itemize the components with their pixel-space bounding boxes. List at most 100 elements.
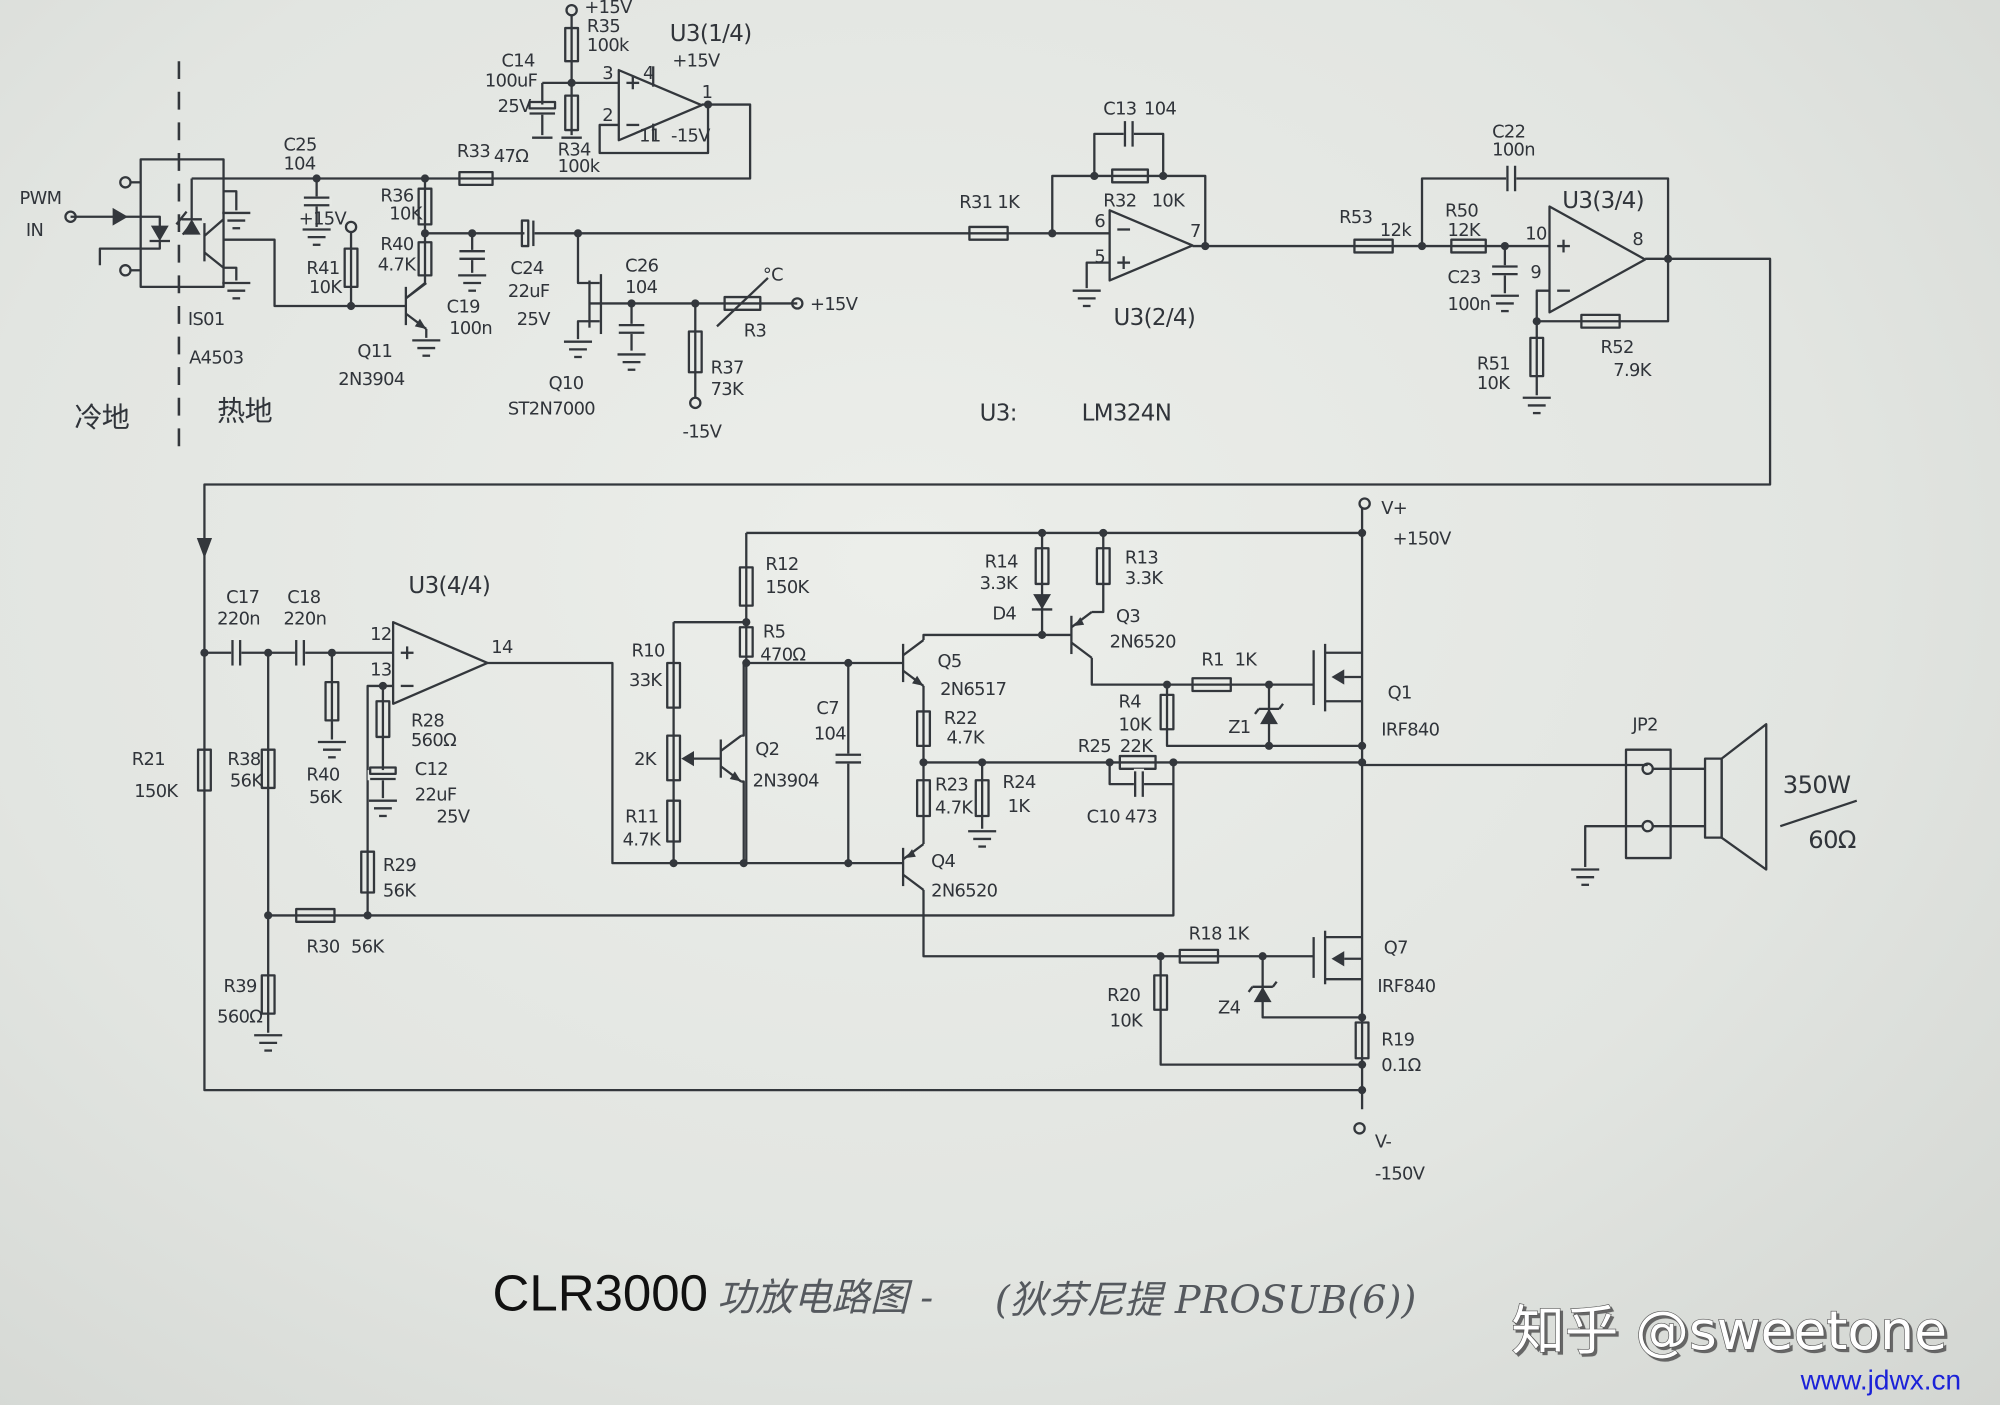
transistor-lead	[1070, 641, 1093, 659]
terminal-circle	[1641, 819, 1654, 833]
zener-bar	[1278, 703, 1284, 710]
label-parts-q2-ref: Q2	[755, 739, 779, 760]
junction-dot	[1169, 758, 1178, 767]
label-parts-r34-ref: R34	[558, 140, 591, 161]
junction-dot	[346, 301, 356, 311]
label-pins-p4: 4	[643, 63, 654, 84]
label-parts-r38-ref: R38	[227, 749, 260, 770]
label-parts-c24-rating: 25V	[517, 309, 551, 330]
junction-dot	[1264, 741, 1274, 750]
resistor	[1178, 948, 1220, 964]
label-parts-q5-ref: Q5	[938, 651, 962, 672]
label-parts-c19-ref: C19	[447, 296, 481, 317]
label-input-pwm: PWM	[20, 188, 62, 209]
terminal-circle	[344, 220, 358, 234]
wire	[1535, 289, 1550, 396]
resistor	[417, 241, 433, 277]
wire	[70, 215, 161, 227]
wire	[741, 780, 745, 864]
resistor	[324, 680, 340, 722]
title-block: CLR3000 功放电路图 - (狄芬尼提 PROSUB(6))	[493, 1265, 1417, 1324]
resistor	[375, 700, 391, 739]
wire	[1159, 956, 1363, 1066]
label-parts-q11-ref: Q11	[357, 341, 392, 362]
junction-dot	[264, 648, 273, 657]
resistor	[417, 187, 433, 226]
emitter-arrow	[912, 675, 924, 686]
label-pins-p9: 9	[1530, 262, 1541, 283]
capacitor-gap	[294, 637, 306, 669]
label-parts-r14-ref: R14	[985, 551, 1018, 572]
wire	[203, 218, 225, 237]
watermark-zhihu: 知乎 @sweetone	[1511, 1299, 1947, 1362]
capacitor-gap	[367, 770, 399, 781]
resistor	[564, 94, 580, 132]
label-parts-c17-value: 220n	[217, 609, 260, 630]
label-parts-r53-value: 12k	[1380, 220, 1412, 241]
label-parts-r50-ref: R50	[1445, 201, 1478, 222]
label-parts-c12-value: 22uF	[415, 785, 457, 806]
optocoupler-body	[139, 158, 225, 289]
label-rails-p15: +15V	[299, 208, 348, 229]
capacitor-gap	[1123, 118, 1134, 150]
label-parts-r4-value: 10K	[1119, 715, 1153, 736]
mosfet-arrow	[1331, 951, 1345, 967]
label-parts-r31-value: 1K	[997, 192, 1021, 213]
label-parts-r5-ref: R5	[763, 621, 785, 642]
resistor	[1529, 336, 1545, 378]
label-parts-c17-ref: C17	[226, 587, 259, 608]
label-parts-r3-ref: R3	[744, 321, 766, 342]
label-parts-c25-ref: C25	[283, 134, 316, 155]
resistor	[1159, 693, 1175, 731]
label-parts-r5-value: 470Ω	[760, 644, 805, 665]
label-parts-r38-value: 56K	[230, 771, 264, 792]
label-parts-r13-value: 3.3K	[1125, 568, 1164, 589]
terminal-circle	[565, 3, 578, 17]
label-parts-r31-ref: R31	[959, 192, 992, 213]
schematic-labels: +15VR35100kC14100uF25VR34100kU3(1/4)+15V…	[20, 0, 1857, 1184]
label-rails-p15: +15V	[810, 294, 859, 315]
label-parts-r10-ref: R10	[632, 641, 665, 662]
resistor	[968, 225, 1009, 241]
zener-diode	[1253, 986, 1272, 1003]
label-parts-c24-ref: C24	[510, 258, 544, 279]
wire	[1108, 762, 1174, 786]
resistor	[687, 330, 703, 374]
junction-dot	[1258, 952, 1267, 961]
wire	[1090, 657, 1314, 686]
capacitor-polar-plate	[520, 219, 530, 248]
label-parts-r30-ref: R30	[306, 936, 339, 957]
zener-bar	[1271, 981, 1278, 988]
label-parts-c7-value: 104	[814, 723, 846, 744]
label-rails-vminus_val: -150V	[1375, 1163, 1426, 1184]
label-parts-r33-ref: R33	[457, 141, 490, 162]
label-pins-p5: 5	[1094, 247, 1105, 268]
wire	[98, 239, 161, 266]
light-arrow	[175, 210, 188, 226]
label-parts-r1-value: 1K	[1235, 650, 1259, 671]
junction-dot	[691, 299, 700, 308]
resistor	[974, 779, 990, 818]
junction-dot	[1358, 1013, 1367, 1022]
capacitor-gap	[456, 249, 488, 261]
junction-dot	[1037, 528, 1047, 538]
resistor	[458, 170, 494, 187]
transistor-lead	[902, 873, 925, 891]
junction-dot	[1358, 1086, 1367, 1095]
diode	[182, 219, 201, 235]
speaker-icon	[1703, 757, 1723, 839]
label-parts-r37-ref: R37	[711, 358, 744, 379]
label-parts-c22-ref: C22	[1492, 122, 1525, 143]
label-parts-z4-ref: Z4	[1218, 998, 1241, 1019]
label-parts-r25-ref: R25	[1078, 736, 1111, 757]
junction-dot	[1358, 1060, 1367, 1069]
label-parts-r39-value: 560Ω	[217, 1007, 262, 1028]
label-parts-q5-value: 2N6517	[940, 679, 1006, 700]
label-rails-p15: +15V	[584, 0, 633, 18]
resistor	[738, 626, 754, 658]
label-parts-q2-value: 2N3904	[753, 771, 820, 792]
label-opamps-u1: U3(1/4)	[670, 21, 752, 47]
label-parts-c18-value: 220n	[283, 609, 326, 630]
capacitor-polar-plate	[528, 100, 557, 110]
label-parts-r29-value: 56K	[383, 880, 417, 901]
